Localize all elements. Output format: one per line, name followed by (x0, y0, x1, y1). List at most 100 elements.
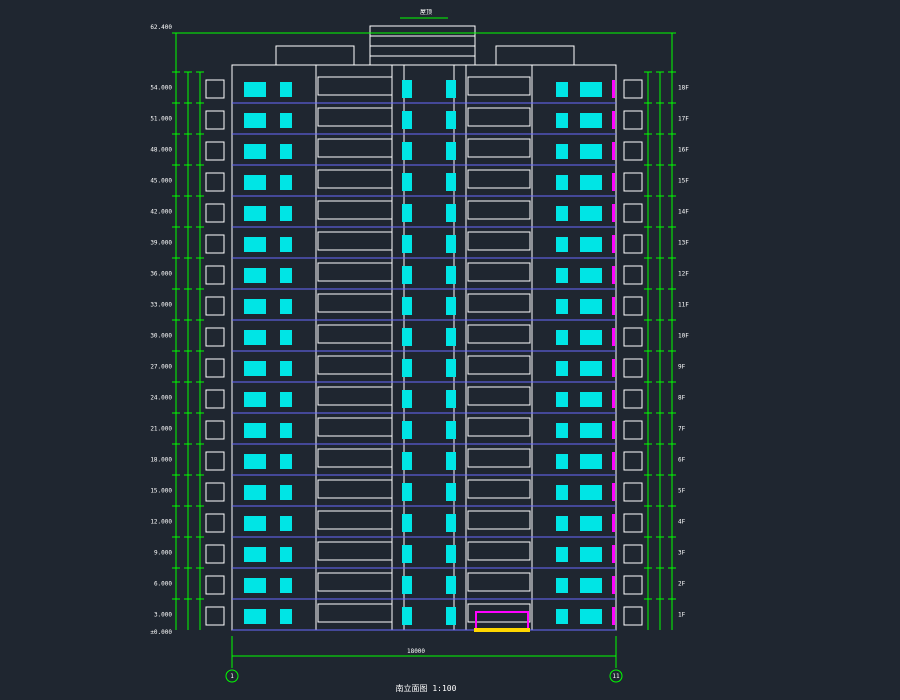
window (244, 268, 266, 283)
floor-row (205, 200, 643, 228)
side-window (205, 358, 225, 378)
level-label-left: 24.000 (150, 395, 172, 402)
level-label-right: 9F (678, 364, 686, 371)
floor-rows (205, 76, 643, 631)
floor-row (205, 107, 643, 135)
level-label-left: 21.000 (150, 426, 172, 433)
window (244, 547, 266, 562)
level-label-right: 3F (678, 550, 686, 557)
side-window (623, 575, 643, 595)
window (556, 113, 568, 128)
level-label-left: 27.000 (150, 364, 172, 371)
balcony-panel (467, 479, 531, 499)
side-window (205, 420, 225, 440)
window (402, 576, 412, 594)
window (446, 328, 456, 346)
balcony-panel (467, 386, 531, 406)
side-window (623, 606, 643, 626)
window (580, 299, 602, 314)
side-marker (612, 204, 615, 222)
level-label-right: 7F (678, 426, 686, 433)
balcony-panel (467, 200, 531, 220)
window (244, 299, 266, 314)
balcony-panel (467, 169, 531, 189)
window (446, 607, 456, 625)
level-label-left: 33.000 (150, 302, 172, 309)
side-window (205, 141, 225, 161)
window (402, 142, 412, 160)
floor-row (205, 479, 643, 507)
window (446, 452, 456, 470)
window (556, 82, 568, 97)
side-window (623, 141, 643, 161)
side-window (623, 296, 643, 316)
grid-axis-left-label: 1 (230, 673, 234, 680)
window (244, 144, 266, 159)
floor-row (205, 355, 643, 383)
level-label-right: 14F (678, 209, 689, 216)
side-marker (612, 297, 615, 315)
window (280, 578, 292, 593)
floor-row (205, 603, 643, 631)
window (446, 204, 456, 222)
window (580, 485, 602, 500)
window (580, 547, 602, 562)
window (446, 235, 456, 253)
window (280, 237, 292, 252)
side-window (205, 265, 225, 285)
side-marker (612, 514, 615, 532)
balcony-panel (317, 479, 393, 499)
side-window (205, 389, 225, 409)
balcony-panel (317, 572, 393, 592)
window (580, 454, 602, 469)
window (556, 206, 568, 221)
balcony-panel (467, 262, 531, 282)
balcony-panel (317, 355, 393, 375)
side-marker (612, 328, 615, 346)
drawing-title: 南立面图 1:100 (396, 683, 457, 693)
window (280, 392, 292, 407)
entrance-step (474, 628, 530, 632)
window (556, 392, 568, 407)
balcony-panel (467, 138, 531, 158)
side-window (205, 482, 225, 502)
level-label-left: 51.000 (150, 116, 172, 123)
window (556, 485, 568, 500)
roof-label: 屋顶 (420, 9, 432, 16)
ground-label: ±0.000 (150, 629, 172, 636)
window (580, 578, 602, 593)
window (580, 237, 602, 252)
floor-row (205, 417, 643, 445)
side-window (205, 172, 225, 192)
window (244, 423, 266, 438)
balcony-panel (317, 200, 393, 220)
side-marker (612, 576, 615, 594)
window (556, 144, 568, 159)
window (244, 237, 266, 252)
level-label-right: 12F (678, 271, 689, 278)
level-label-right: 13F (678, 240, 689, 247)
balcony-panel (317, 169, 393, 189)
grid-bubble-left (225, 669, 239, 683)
window (446, 514, 456, 532)
level-label-left: 45.000 (150, 178, 172, 185)
overall-dim-text: 18000 (407, 648, 425, 655)
side-window (623, 110, 643, 130)
level-label-left: 12.000 (150, 519, 172, 526)
side-marker (612, 173, 615, 191)
side-marker (612, 421, 615, 439)
balcony-panel (467, 324, 531, 344)
level-label-left: 54.000 (150, 85, 172, 92)
window (280, 516, 292, 531)
window (446, 545, 456, 563)
level-label-left: 39.000 (150, 240, 172, 247)
window (244, 113, 266, 128)
level-label-left: 15.000 (150, 488, 172, 495)
window (244, 516, 266, 531)
window (280, 144, 292, 159)
window (556, 609, 568, 624)
window (402, 359, 412, 377)
floor-row (205, 324, 643, 352)
balcony-panel (317, 262, 393, 282)
